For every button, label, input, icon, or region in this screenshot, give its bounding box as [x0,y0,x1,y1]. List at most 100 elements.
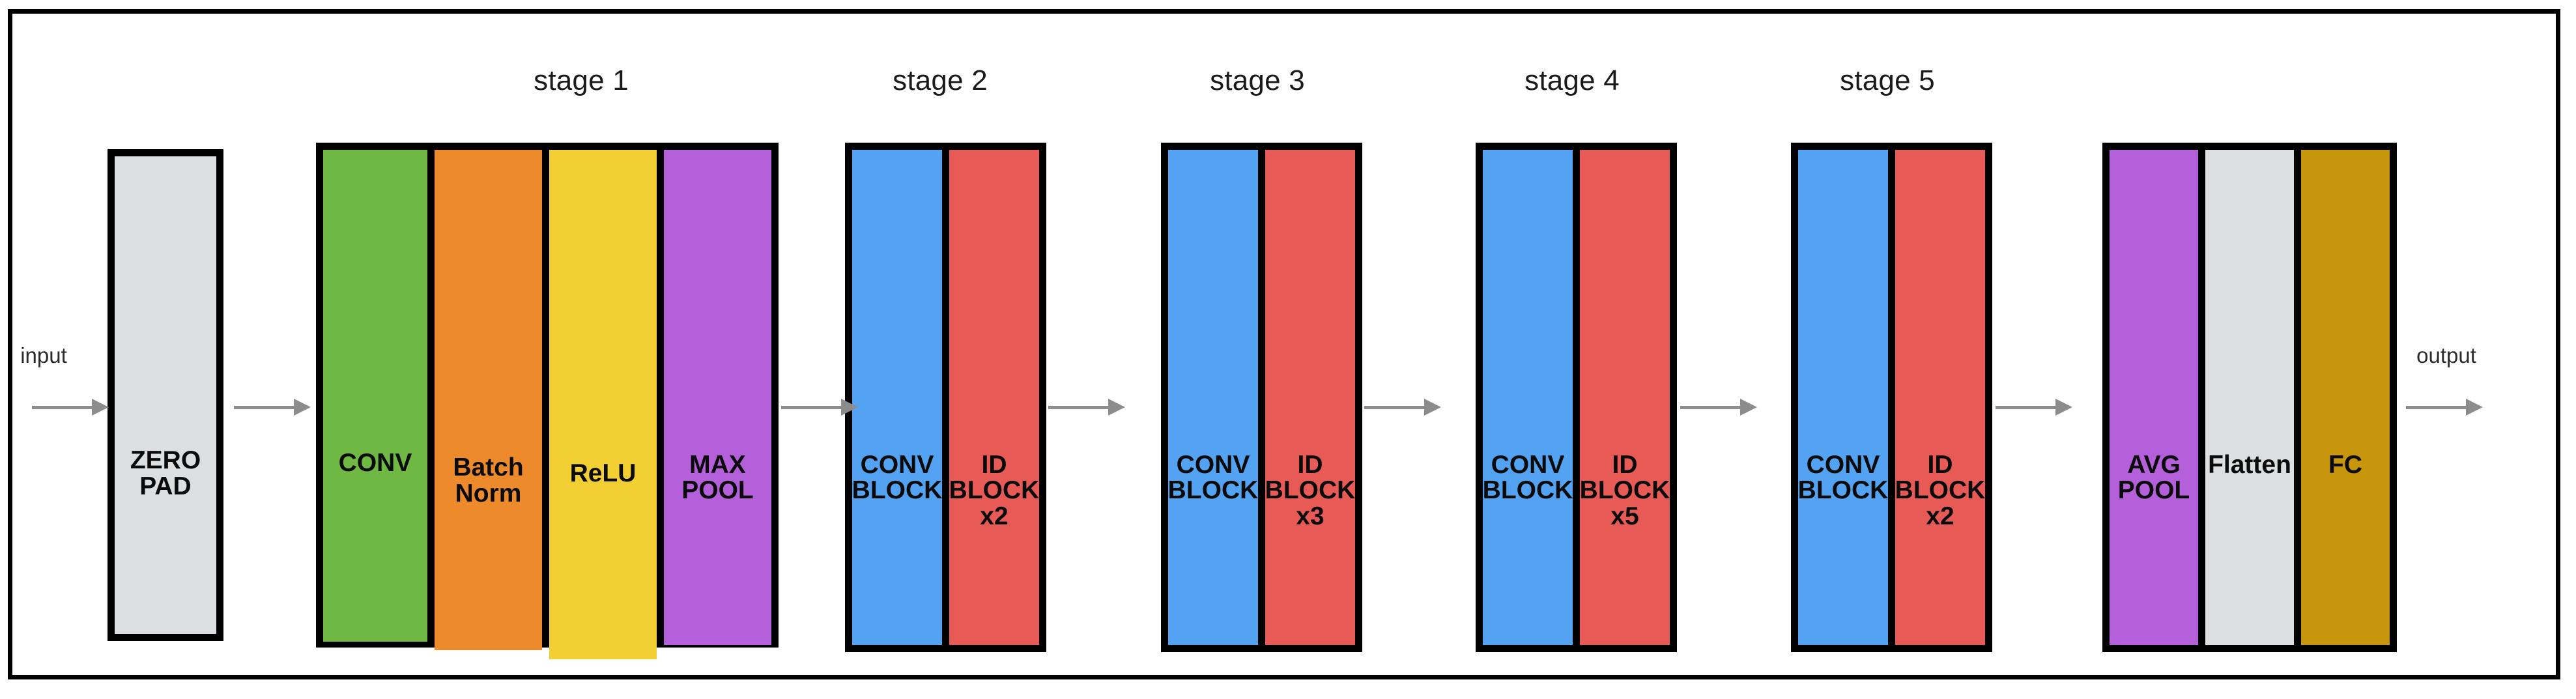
block-label-line: FC [2328,450,2362,479]
flow-arrow-2 [234,399,311,416]
block-label-line: BLOCK [1265,476,1356,505]
block-label-line: BLOCK [1482,476,1573,505]
arrow-shaft [1048,405,1109,409]
block-label-line: POOL [681,476,754,505]
stage-1-group-relu: ReLU [549,150,657,659]
arrow-head-icon [841,399,858,416]
flow-arrow-1 [32,399,109,416]
flow-arrow-6 [1680,399,1757,416]
output-label: output [2416,343,2476,367]
arrow-head-icon [2055,399,2072,416]
block-label-line: ID [1612,450,1638,479]
stage-caption-5: stage 5 [1840,64,1935,96]
block-label-line: BLOCK [1579,476,1670,505]
stage-caption-4: stage 4 [1524,64,1620,96]
block-label-line: BLOCK [1797,476,1889,505]
block-label-line: Batch [453,453,524,482]
arrow-head-icon [294,399,311,416]
input-label: input [20,343,67,367]
arrow-shaft [32,405,93,409]
arrow-head-icon [2466,399,2483,416]
arrow-head-icon [1424,399,1441,416]
block-label-group: ReLU [549,461,657,487]
block-label-line: ID [1927,450,1953,479]
block-label-line: PAD [139,472,192,500]
arrow-shaft [2406,405,2467,409]
arrow-shaft [781,405,842,409]
stage-caption-3: stage 3 [1210,64,1305,96]
flow-arrow-7 [1996,399,2072,416]
block-label-group: CONV [323,448,427,477]
block-label-line: ReLU [569,459,637,488]
block-label-line: CONV [1491,450,1565,479]
block-label-line: BLOCK [852,476,943,505]
block-label-line: BLOCK [1895,476,1986,505]
flow-arrow-8 [2406,399,2483,416]
arrow-shaft [1680,405,1741,409]
block-label-line: BLOCK [949,476,1040,505]
stage-1-group-conv: CONV [323,150,427,642]
block-label-line: ID [981,450,1007,479]
stage-caption-2: stage 2 [893,64,988,96]
block-label-line: x2 [1926,502,1954,531]
flow-arrow-4 [1048,399,1125,416]
block-label-line: Norm [455,479,522,508]
block-label-line: x5 [1610,502,1639,531]
block-label-line: x2 [980,502,1009,531]
block-label-line: CONV [338,448,412,477]
arrow-head-icon [1740,399,1757,416]
block-label-line: CONV [1176,450,1250,479]
flow-arrow-5 [1364,399,1441,416]
block-label-group: FC [2301,450,2390,479]
arrow-shaft [1996,405,2056,409]
block-label-line: POOL [2117,476,2190,505]
block-label-line: CONV [860,450,934,479]
arrow-head-icon [1108,399,1125,416]
arrow-shaft [234,405,294,409]
head-group-fc: FC [2301,150,2390,645]
block-label-line: CONV [1806,450,1880,479]
head-group-flatten: Flatten [2205,150,2294,645]
block-label-line: ZERO [130,446,201,475]
block-label-line: MAX [689,450,746,479]
flow-arrow-3 [781,399,858,416]
block-label-line: AVG [2127,450,2181,479]
block-label-group: Flatten [2205,450,2294,479]
block-label-line: BLOCK [1167,476,1259,505]
arrow-head-icon [92,399,109,416]
block-label-line: Flatten [2208,450,2291,479]
stage-caption-1: stage 1 [534,64,629,96]
block-label-line: x3 [1296,502,1324,531]
